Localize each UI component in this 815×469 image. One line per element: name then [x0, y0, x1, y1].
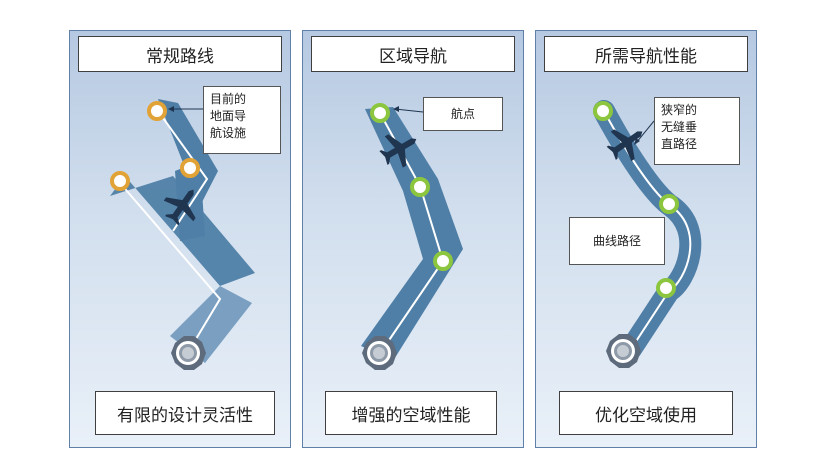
ground-aid-callout: 目前的 地面导 航设施 [203, 86, 281, 154]
waypoint-icon [433, 251, 453, 271]
airport-icon [606, 334, 641, 368]
waypoint-icon [659, 194, 679, 214]
route-line [119, 182, 222, 350]
ground-aid-icon [147, 101, 167, 121]
waypoint-icon [370, 103, 390, 123]
panel-conventional-routes: 常规路线 目前的 地面导 航设施 有限的设计灵活性 [69, 30, 291, 448]
ground-aid-icon [180, 158, 200, 178]
route-corridor [361, 107, 463, 361]
callout-arrowhead [168, 106, 174, 112]
callout-pointer [635, 120, 655, 144]
panel-caption: 优化空域使用 [559, 391, 733, 435]
airport-icon [171, 336, 206, 370]
waypoint-callout: 航点 [423, 97, 503, 131]
panel-caption: 增强的空域性能 [325, 391, 497, 435]
route-corridor [175, 161, 205, 241]
panel-title: 区域导航 [311, 36, 515, 72]
panel-area-navigation: 区域导航 航点 增强的空域性能 [302, 30, 524, 448]
conventional-route-diagram [110, 99, 255, 370]
panel-title: 常规路线 [78, 36, 282, 72]
ground-aid-icon [110, 171, 130, 191]
panel-rnp: 所需导航性能 狭窄的 无缝垂 直路径 曲线路径 优化空域使用 [535, 30, 757, 448]
waypoint-icon [410, 177, 430, 197]
rnp-route-diagram [593, 100, 702, 368]
rnav-route-diagram [361, 103, 463, 370]
vertical-path-callout: 狭窄的 无缝垂 直路径 [654, 97, 740, 165]
waypoint-icon [593, 101, 613, 121]
curved-path-callout: 曲线路径 [569, 217, 665, 265]
panel-title: 所需导航性能 [544, 36, 748, 72]
panel-caption: 有限的设计灵活性 [95, 391, 275, 435]
callout-pointer [394, 108, 424, 113]
route-line [157, 110, 209, 232]
waypoint-icon [656, 278, 676, 298]
callout-arrowhead [393, 106, 399, 112]
